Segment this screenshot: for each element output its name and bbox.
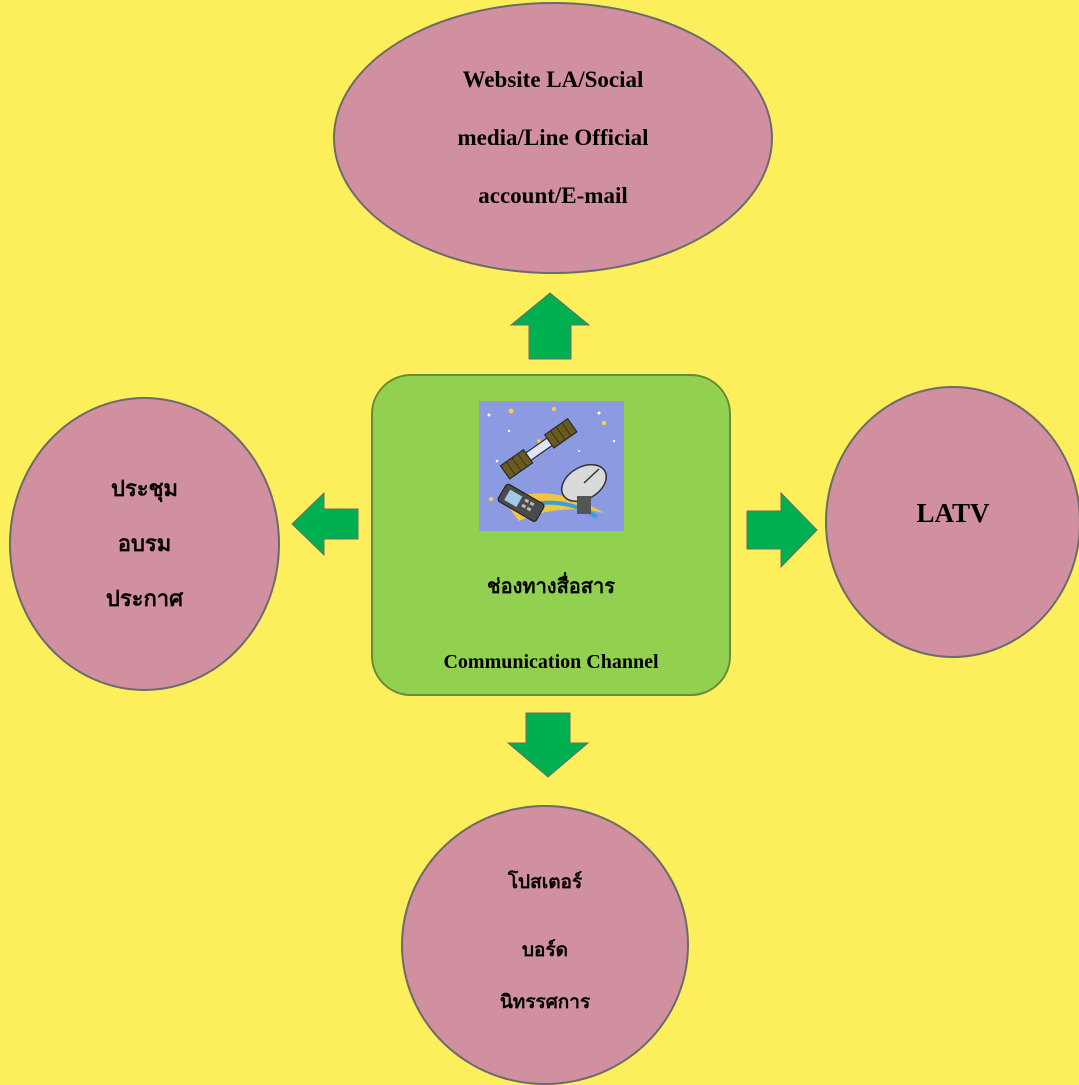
node-top-line-1: Website LA/Social xyxy=(462,67,644,92)
node-left-line-3: ประกาศ xyxy=(105,585,184,612)
arrow-right-icon xyxy=(746,491,818,569)
arrow-left-icon xyxy=(291,491,359,557)
node-bottom-line-1: โปสเตอร์ xyxy=(507,871,583,893)
node-latv: LATV xyxy=(825,386,1079,658)
node-meeting-channels: ประชุม อบรม ประกาศ xyxy=(9,397,280,691)
node-bottom-line-3: นิทรรศการ xyxy=(499,991,591,1013)
center-box: ช่องทางสื่อสาร Communication Channel xyxy=(371,374,731,696)
node-print-channels: โปสเตอร์ บอร์ด นิทรรศการ xyxy=(401,805,689,1085)
node-online-channels: Website LA/Social media/Line Official ac… xyxy=(333,2,773,274)
node-top-line-3: account/E-mail xyxy=(478,183,628,208)
node-top-line-2: media/Line Official xyxy=(457,125,649,150)
satellite-communication-icon xyxy=(479,401,624,531)
center-title: ช่องทางสื่อสาร xyxy=(487,574,615,598)
node-right-line-1: LATV xyxy=(916,498,990,528)
node-bottom-line-2: บอร์ด xyxy=(521,939,568,961)
node-left-line-1: ประชุม xyxy=(110,475,179,502)
center-subtitle: Communication Channel xyxy=(443,651,659,673)
arrow-down-icon xyxy=(506,712,590,778)
node-left-line-2: อบรม xyxy=(117,530,172,557)
arrow-up-icon xyxy=(509,292,591,360)
